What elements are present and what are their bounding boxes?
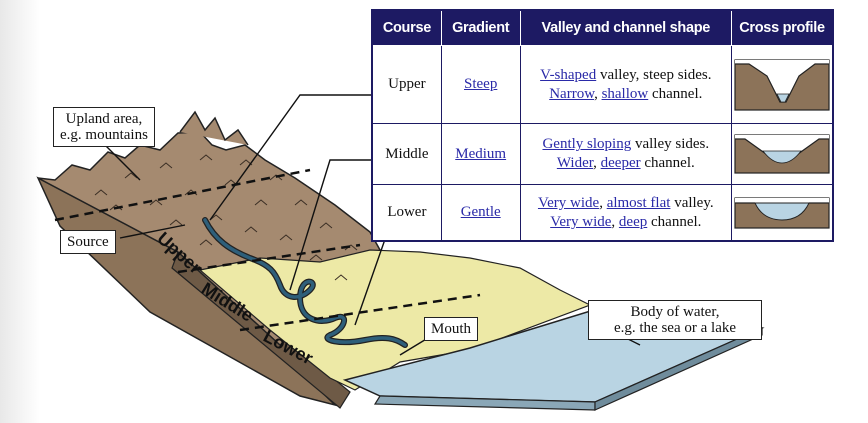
cross-profile-v-shaped	[734, 58, 830, 111]
gradient-cell: Steep	[440, 44, 521, 125]
shape-line-1: Very wide, almost flat valley.	[525, 194, 727, 213]
shape-line-2: Narrow, shallow channel.	[525, 85, 727, 104]
sea-edge-right	[594, 327, 763, 411]
plain-text: valley sides.	[631, 136, 710, 153]
plain-text: ,	[594, 85, 602, 102]
header-cross-profile: Cross profile	[731, 9, 834, 46]
header-course: Course	[371, 9, 442, 46]
course-cell: Middle	[371, 123, 442, 186]
course-cell: Lower	[371, 184, 442, 242]
mountain-peaks	[179, 110, 249, 146]
table-row: Upper Steep V-shaped valley, steep sides…	[371, 44, 834, 125]
term-link[interactable]: deeper	[600, 155, 641, 172]
gradient-link[interactable]: Steep	[464, 76, 498, 93]
gradient-link[interactable]: Gentle	[460, 204, 501, 221]
header-valley-shape: Valley and channel shape	[519, 9, 733, 46]
shape-cell: V-shaped valley, steep sides. Narrow, sh…	[519, 44, 733, 125]
table-row: Middle Medium Gently sloping valley side…	[371, 123, 834, 186]
term-link[interactable]: Gently sloping	[542, 136, 632, 153]
shape-line-1: Gently sloping valley sides.	[525, 135, 727, 154]
terrain-hatching	[94, 154, 358, 281]
table-header-row: Course Gradient Valley and channel shape…	[371, 9, 834, 46]
plain-text: channel.	[647, 213, 702, 230]
term-link[interactable]: Very wide	[550, 213, 612, 230]
gradient-cell: Gentle	[440, 184, 521, 242]
term-link[interactable]: deep	[618, 213, 648, 230]
profile-cell	[731, 184, 834, 242]
gradient-link[interactable]: Medium	[455, 145, 507, 162]
header-gradient: Gradient	[440, 9, 521, 46]
table-row: Lower Gentle Very wide, almost flat vall…	[371, 184, 834, 242]
shape-line-2: Wider, deeper channel.	[525, 154, 727, 173]
gradient-cell: Medium	[440, 123, 521, 186]
callout-source: Source	[60, 230, 116, 254]
shape-cell: Very wide, almost flat valley. Very wide…	[519, 184, 733, 242]
callout-water-line-2: e.g. the sea or a lake	[613, 320, 737, 336]
term-link[interactable]: Very wide	[537, 194, 600, 211]
term-link[interactable]: shallow	[601, 85, 649, 102]
plain-text: valley, steep sides.	[596, 66, 712, 83]
callout-mouth: Mouth	[424, 317, 479, 341]
callout-body-of-water: Body of water, e.g. the sea or a lake	[588, 300, 762, 340]
profile-cell	[731, 44, 834, 125]
callout-upland-line-1: Upland area,	[65, 111, 143, 127]
plain-text: ,	[593, 155, 601, 172]
plain-text: channel.	[648, 85, 703, 102]
profile-cell	[731, 123, 834, 186]
plain-text: valley.	[670, 194, 714, 211]
plain-text: channel.	[640, 155, 695, 172]
callout-water-line-1: Body of water,	[630, 304, 720, 320]
plain-text: ,	[611, 213, 619, 230]
cross-profile-flat	[734, 197, 830, 229]
shape-cell: Gently sloping valley sides. Wider, deep…	[519, 123, 733, 186]
term-link[interactable]: Narrow	[549, 85, 595, 102]
cross-profile-gently-sloping	[734, 134, 830, 174]
term-link[interactable]: Wider	[556, 155, 594, 172]
plain-text: ,	[599, 194, 607, 211]
term-link[interactable]: almost flat	[606, 194, 671, 211]
flood-plain	[198, 249, 592, 391]
course-cell: Upper	[371, 44, 442, 125]
shape-line-2: Very wide, deep channel.	[525, 213, 727, 232]
callout-upland-line-2: e.g. mountains	[60, 127, 148, 143]
callout-upland-area: Upland area, e.g. mountains	[53, 107, 155, 147]
river-course-table: Course Gradient Valley and channel shape…	[371, 9, 834, 242]
term-link[interactable]: V-shaped	[540, 66, 597, 83]
shape-line-1: V-shaped valley, steep sides.	[525, 66, 727, 85]
